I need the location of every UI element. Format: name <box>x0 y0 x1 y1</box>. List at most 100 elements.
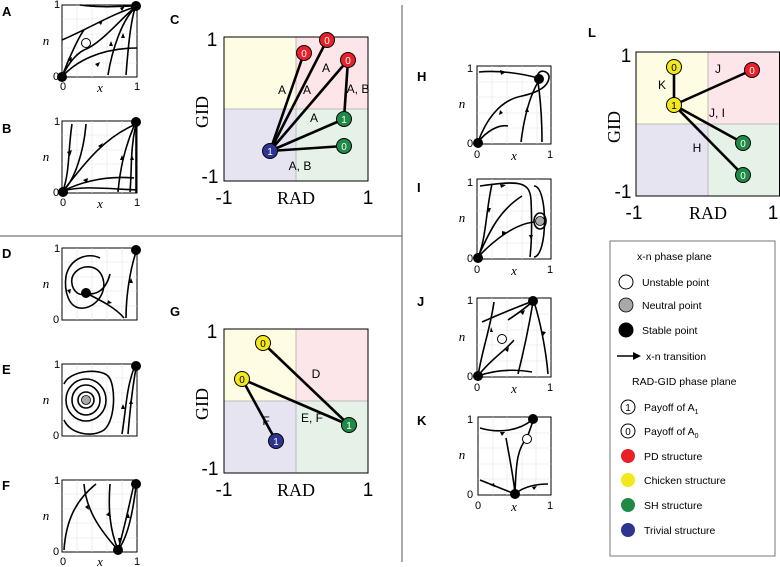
svg-text:n: n <box>43 276 50 291</box>
transition-label-c4: A, B <box>347 82 370 96</box>
rad-gid-plane-c: A A A A, B A A, B 1 0 0 0 1 0 1 -1 -1 1 … <box>192 30 373 209</box>
svg-text:1: 1 <box>134 81 140 93</box>
svg-text:1: 1 <box>768 203 779 224</box>
svg-text:0: 0 <box>467 138 473 150</box>
svg-text:1: 1 <box>467 177 473 189</box>
svg-text:-1: -1 <box>202 459 219 480</box>
svg-text:1: 1 <box>346 421 352 432</box>
phase-plane-h <box>473 65 552 148</box>
svg-text:RAD: RAD <box>277 188 315 208</box>
panel-label-a: A <box>2 4 12 19</box>
svg-text:n: n <box>43 149 50 164</box>
svg-text:1: 1 <box>54 359 60 371</box>
svg-text:0: 0 <box>53 71 59 83</box>
svg-text:-1: -1 <box>216 480 233 501</box>
svg-text:1: 1 <box>207 30 218 51</box>
panel-label-k: K <box>417 413 427 428</box>
svg-text:1: 1 <box>54 243 60 255</box>
legend-unstable: Unstable point <box>642 277 709 289</box>
svg-text:1: 1 <box>547 264 553 276</box>
payoff-nodes-c: 1 0 0 0 1 0 <box>262 32 356 159</box>
transition-label-l1: K <box>658 78 666 92</box>
svg-text:0: 0 <box>60 197 66 209</box>
svg-text:1: 1 <box>467 295 473 307</box>
svg-text:1: 1 <box>621 46 632 67</box>
svg-text:1: 1 <box>54 116 60 128</box>
chicken-structure-icon <box>621 473 635 487</box>
svg-text:1: 1 <box>363 480 374 501</box>
phase-plane-j <box>473 296 552 381</box>
legend-trivial: Trivial structure <box>644 525 716 537</box>
svg-text:1: 1 <box>341 115 347 126</box>
svg-text:0: 0 <box>324 36 330 47</box>
svg-text:1: 1 <box>547 382 553 394</box>
legend-section1-title: x-n phase plane <box>637 251 712 263</box>
svg-text:0: 0 <box>749 66 755 77</box>
sh-structure-icon <box>621 498 635 512</box>
svg-text:0: 0 <box>740 171 746 182</box>
payoff-nodes-g: 0 0 1 1 <box>234 335 357 449</box>
svg-text:0: 0 <box>474 264 480 276</box>
transition-label-c2: A <box>303 83 311 97</box>
svg-text:x: x <box>510 263 517 278</box>
phase-axis-labels: 0 1 0 1 x n 0 1 0 1 x n 0 1 n 0 1 n 0 1 … <box>43 0 553 567</box>
svg-text:1: 1 <box>363 188 374 209</box>
svg-text:-1: -1 <box>626 203 643 224</box>
svg-text:0: 0 <box>467 253 473 265</box>
transition-label-g1: D <box>312 367 321 381</box>
svg-text:x: x <box>510 499 517 514</box>
svg-text:1: 1 <box>54 475 60 487</box>
transition-label-g3: F <box>262 414 269 428</box>
svg-text:x: x <box>96 196 103 211</box>
legend-payoff-a1: Payoff of A1 <box>644 402 699 416</box>
transition-label-g2: E, F <box>301 411 323 425</box>
pd-structure-icon <box>621 449 635 463</box>
payoff-a0-icon <box>620 423 636 439</box>
svg-text:0: 0 <box>60 81 66 93</box>
svg-text:0: 0 <box>239 375 245 386</box>
svg-text:0: 0 <box>467 371 473 383</box>
svg-text:0: 0 <box>625 427 631 438</box>
svg-text:1: 1 <box>467 63 473 75</box>
svg-text:1: 1 <box>134 197 140 209</box>
legend: x-n phase plane Unstable point Neutral p… <box>609 240 776 557</box>
svg-text:1: 1 <box>547 500 553 512</box>
legend-section2-title: RAD-GID phase plane <box>632 376 737 388</box>
svg-text:1: 1 <box>467 414 473 426</box>
legend-neutral: Neutral point <box>642 300 702 312</box>
stable-point-icon <box>618 322 634 338</box>
phase-plane-k <box>477 414 552 499</box>
svg-text:1: 1 <box>54 0 60 11</box>
panel-label-h: H <box>417 69 426 84</box>
payoff-a1-icon <box>620 399 636 415</box>
payoff-nodes-l: 0 1 0 0 0 <box>666 59 760 183</box>
svg-text:n: n <box>459 96 466 111</box>
rad-gid-plane-l: K J J, I H 0 1 0 0 0 1 -1 -1 1 RAD GID <box>604 46 780 224</box>
svg-text:-1: -1 <box>216 188 233 209</box>
transition-label-c3: A <box>322 61 330 75</box>
transition-label-c1: A <box>278 83 286 97</box>
transition-label-c5: A <box>310 111 318 125</box>
svg-text:0: 0 <box>671 63 677 74</box>
legend-sh: SH structure <box>644 500 703 512</box>
svg-text:-1: -1 <box>615 182 632 203</box>
phase-plane-e <box>61 361 141 437</box>
svg-text:0: 0 <box>53 314 59 326</box>
transition-label-l2: J <box>715 62 721 76</box>
svg-text:x: x <box>510 148 517 163</box>
legend-stable: Stable point <box>642 325 698 337</box>
panel-label-f: F <box>2 478 10 493</box>
svg-text:0: 0 <box>260 339 266 350</box>
svg-text:n: n <box>43 33 50 48</box>
panel-label-c: C <box>170 12 180 27</box>
panel-label-d: D <box>2 246 11 261</box>
svg-text:0: 0 <box>301 49 307 60</box>
svg-text:0: 0 <box>475 500 481 512</box>
neutral-point-icon <box>618 297 634 313</box>
svg-text:x: x <box>96 80 103 95</box>
svg-text:0: 0 <box>53 430 59 442</box>
phase-plane-f <box>61 479 141 555</box>
svg-text:n: n <box>43 392 50 407</box>
svg-text:1: 1 <box>207 322 218 343</box>
transition-label-l4: H <box>693 141 702 155</box>
